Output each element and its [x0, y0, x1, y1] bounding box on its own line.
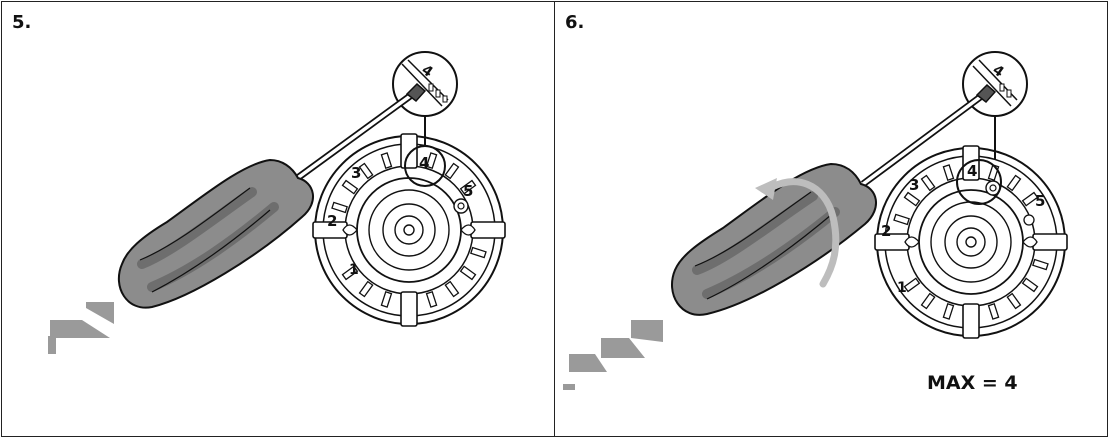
step-number: 5. — [12, 12, 32, 33]
screwdriver-icon — [117, 82, 427, 309]
zoom-detail: 4 — [392, 51, 458, 117]
dial-label-3: 3 — [909, 176, 919, 194]
dial-label-3: 3 — [351, 164, 361, 182]
dial-label-2: 2 — [881, 222, 891, 240]
dial-label-5: 5 — [1035, 192, 1045, 210]
dial-label-1: 1 — [897, 280, 907, 296]
step-5-illustration: 1 2 3 4 5 4 — [48, 51, 506, 354]
rotation-arrow-icon — [755, 178, 840, 288]
step-6-panel: 6. — [554, 1, 1108, 437]
motion-chevrons — [563, 320, 663, 390]
dial-label-4: 4 — [419, 154, 429, 172]
burner-dial: 1 2 3 4 5 — [874, 145, 1068, 339]
step-number: 6. — [565, 12, 585, 33]
step-6-illustration: 1 2 3 4 5 4 — [563, 51, 1068, 390]
step-5-panel: 5. — [1, 1, 555, 437]
dial-label-2: 2 — [327, 212, 337, 230]
dial-label-5: 5 — [463, 182, 473, 200]
max-setting-caption: MAX = 4 — [927, 372, 1018, 394]
dial-label-1: 1 — [349, 262, 359, 278]
dial-label-4: 4 — [967, 162, 977, 180]
motion-chevrons — [48, 302, 114, 354]
burner-dial: 1 2 3 4 5 — [312, 133, 506, 327]
